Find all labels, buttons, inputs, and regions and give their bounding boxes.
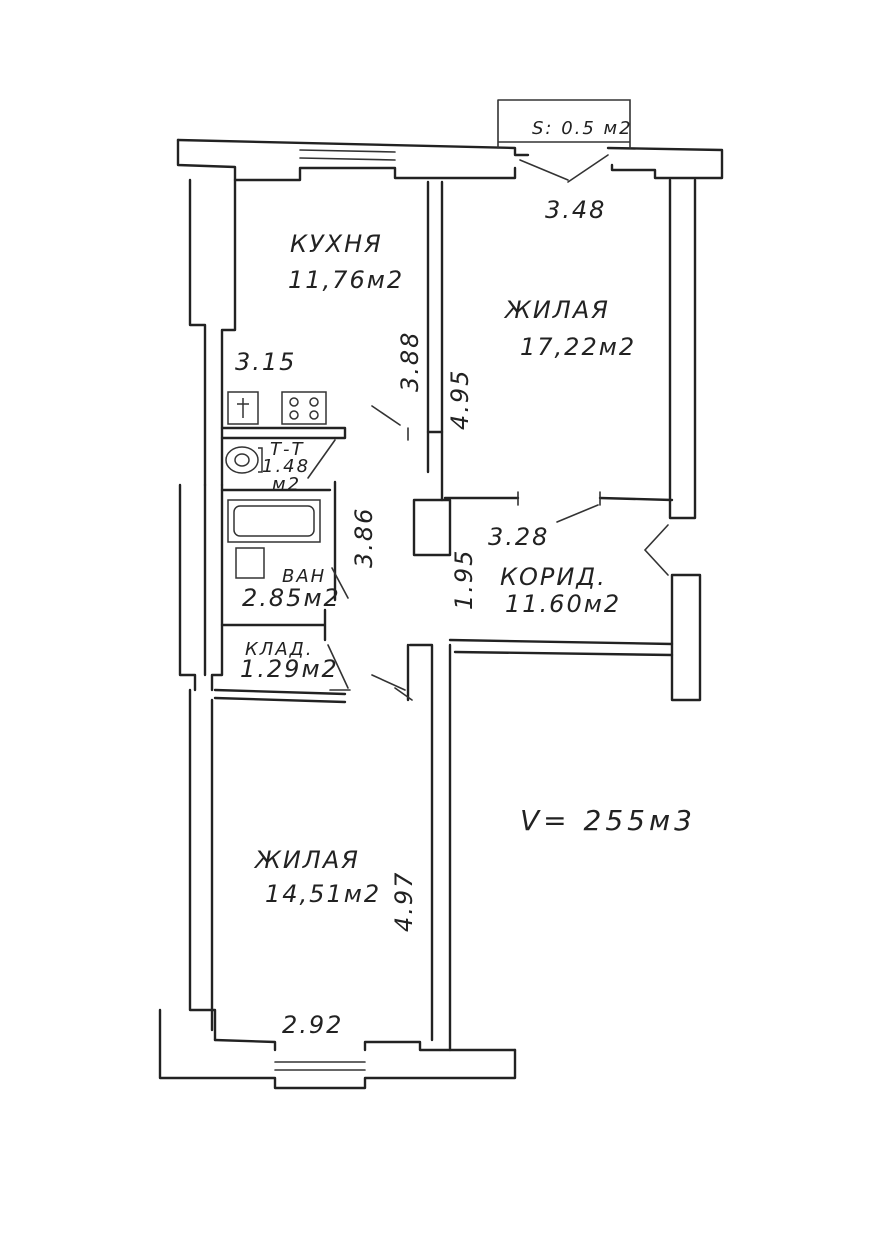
corridor-area: 11.60м2 bbox=[505, 590, 621, 618]
corridor-width-dimension: 3.28 bbox=[488, 523, 549, 551]
toilet-name: Т-Т bbox=[270, 439, 305, 460]
balcony-door-right bbox=[567, 154, 609, 183]
living-bottom-door bbox=[371, 674, 406, 691]
kitchen-width-dimension: 3.15 bbox=[235, 348, 296, 376]
kitchen-sink-icon bbox=[227, 391, 259, 425]
closet-name: КЛАД. bbox=[245, 639, 313, 660]
living-top-door bbox=[556, 504, 599, 523]
bath-area: 2.85м2 bbox=[242, 584, 341, 612]
bathtub-icon bbox=[227, 499, 321, 543]
living-bottom-width-dimension: 2.92 bbox=[282, 1011, 343, 1039]
balcony-width-dimension: 3.48 bbox=[545, 196, 606, 224]
volume-label: V= 255м3 bbox=[520, 804, 696, 837]
living-top-depth-dimension: 4.95 bbox=[446, 369, 474, 430]
balcony-door-left bbox=[519, 159, 569, 181]
toilet-icon bbox=[225, 446, 263, 474]
bath-door bbox=[331, 567, 349, 599]
corridor-depth-dimension: 1.95 bbox=[450, 549, 478, 610]
living-bottom-area: 14,51м2 bbox=[265, 880, 381, 908]
doors bbox=[307, 154, 609, 691]
bath-depth-dimension: 3.86 bbox=[350, 507, 378, 568]
corridor-name: КОРИД. bbox=[500, 563, 607, 591]
kitchen-area: 11,76м2 bbox=[288, 266, 404, 294]
interior-walls bbox=[213, 180, 674, 704]
toilet-area: 1.48 bbox=[262, 456, 310, 477]
living-top-name: ЖИЛАЯ bbox=[503, 296, 610, 324]
balcony-area-label: S: 0.5 м2 bbox=[532, 118, 633, 139]
closet-door bbox=[327, 644, 349, 689]
labels: S: 0.5 м2 3.48 КУХНЯ 11,76м2 3.15 3.88 Ж… bbox=[235, 118, 696, 1039]
bath-name: ВАН bbox=[282, 566, 326, 587]
kitchen-depth-dimension: 3.88 bbox=[396, 331, 424, 392]
kitchen-name: КУХНЯ bbox=[290, 230, 383, 258]
stove-icon bbox=[281, 391, 327, 425]
living-top-area: 17,22м2 bbox=[520, 333, 636, 361]
kitchen-door bbox=[371, 405, 401, 426]
outer-walls bbox=[158, 99, 724, 1090]
washbasin-icon bbox=[235, 547, 265, 579]
fixtures bbox=[225, 391, 327, 579]
living-bottom-depth-dimension: 4.97 bbox=[390, 871, 418, 932]
toilet-area-unit: м2 bbox=[272, 474, 301, 495]
toilet-door bbox=[307, 439, 336, 479]
living-bottom-name: ЖИЛАЯ bbox=[253, 846, 360, 874]
closet-area: 1.29м2 bbox=[240, 655, 339, 683]
